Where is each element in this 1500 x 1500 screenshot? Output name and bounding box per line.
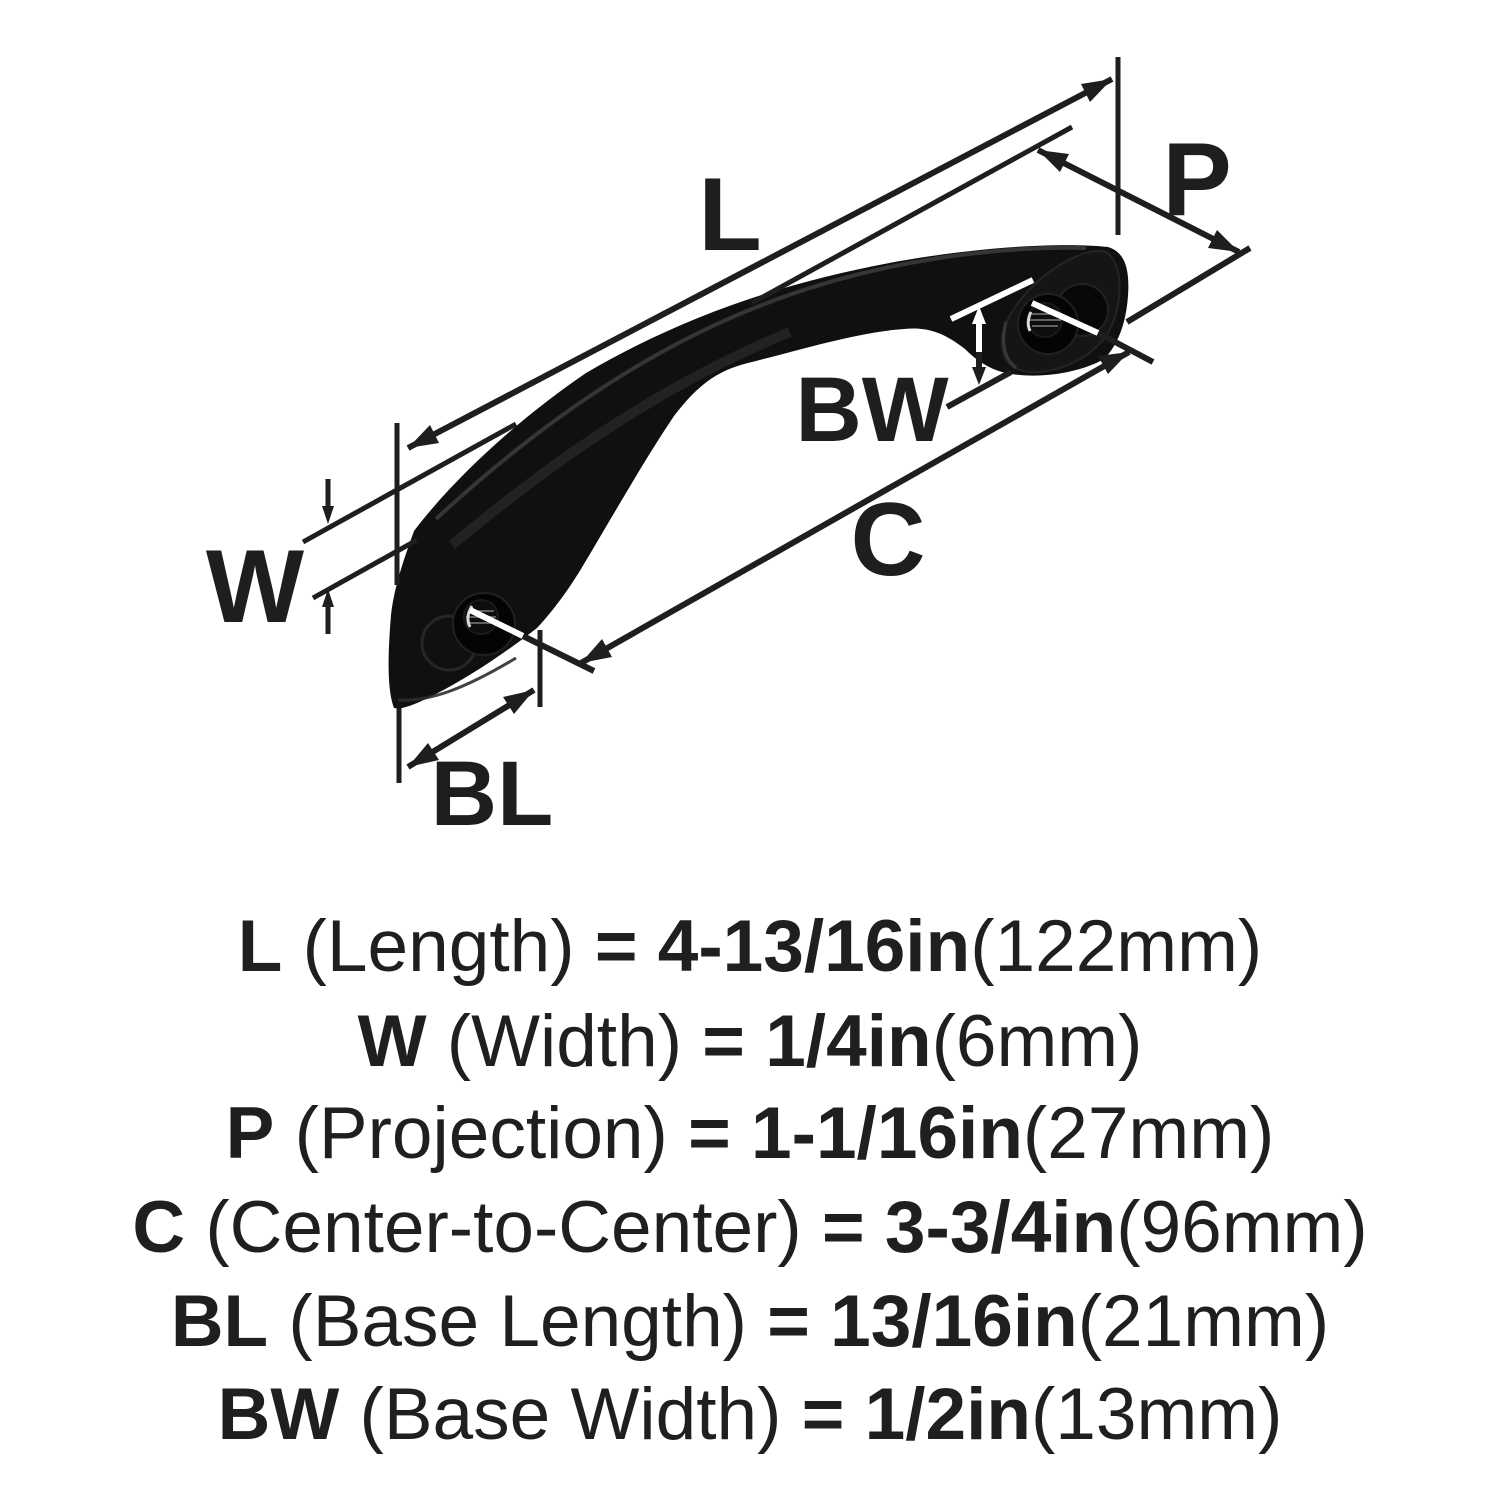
arrowhead xyxy=(408,425,439,448)
w-line-upper xyxy=(301,421,518,545)
arrowhead xyxy=(1081,79,1112,102)
dim-label-BL: BL xyxy=(431,743,554,845)
dim-line-L xyxy=(406,76,1114,451)
dimension-BL: BL xyxy=(406,687,554,845)
spec-line-width: W (Width) = 1/4in(6mm) xyxy=(358,1001,1143,1082)
right-thread-glint xyxy=(1026,311,1033,332)
arrowhead xyxy=(1038,150,1069,172)
spec-line-base-width: BW (Base Width) = 1/2in(13mm) xyxy=(218,1374,1283,1455)
arrowhead xyxy=(972,306,986,324)
handle-mid-sheen xyxy=(448,327,792,549)
right-screw-hole xyxy=(1017,293,1079,355)
spec-text-block: L (Length) = 4-13/16in(122mm) W (Width) … xyxy=(132,906,1367,1455)
dimension-W: W xyxy=(206,421,518,645)
dim-line-C xyxy=(579,349,1131,666)
dim-label-P: P xyxy=(1162,122,1231,238)
bw-tick-upper xyxy=(949,277,1035,322)
c-tick-right-hole-black xyxy=(1096,330,1155,365)
dimension-annotations: L P BW xyxy=(206,57,1252,845)
arrowhead xyxy=(408,743,439,767)
handle-top-highlight xyxy=(434,245,1087,521)
left-thread-glint xyxy=(466,605,474,628)
arrowhead xyxy=(1208,230,1239,252)
c-tick-right-hole-white xyxy=(1030,300,1100,336)
dim-label-L: L xyxy=(698,157,762,273)
c-tick-left-hole-white xyxy=(468,607,525,639)
bw-tick-lower xyxy=(945,369,1013,410)
cap-face-rim-light xyxy=(1002,321,1018,370)
arrowhead xyxy=(322,589,334,607)
spec-line-center-to-center: C (Center-to-Center) = 3-3/4in(96mm) xyxy=(132,1187,1367,1268)
dimension-C: C xyxy=(468,300,1155,674)
spec-line-base-length: BL (Base Length) = 13/16in(21mm) xyxy=(171,1281,1329,1362)
dim-label-C: C xyxy=(850,482,925,598)
arrowhead xyxy=(972,367,986,385)
cabinet-pull-handle xyxy=(388,245,1129,709)
arrowhead xyxy=(581,639,612,663)
spec-line-length: L (Length) = 4-13/16in(122mm) xyxy=(238,906,1262,987)
mounting-plane-line xyxy=(1125,245,1252,325)
dim-label-W: W xyxy=(206,529,305,645)
dimension-L: L xyxy=(406,76,1114,451)
arrowhead xyxy=(322,506,334,524)
spec-line-projection: P (Projection) = 1-1/16in(27mm) xyxy=(226,1093,1275,1174)
dimension-BW: BW xyxy=(795,277,1035,461)
dim-label-BW: BW xyxy=(795,359,948,461)
projection-top-plane-line xyxy=(750,124,1074,306)
dim-line-P xyxy=(1036,147,1241,255)
arrowhead xyxy=(1098,352,1129,374)
dimension-P: P xyxy=(750,122,1252,325)
w-line-lower xyxy=(311,537,419,601)
c-tick-left-hole-black xyxy=(521,633,596,674)
left-screw-hole xyxy=(452,592,516,656)
left-pad-rim-light xyxy=(397,656,517,702)
arrowhead xyxy=(503,690,534,714)
